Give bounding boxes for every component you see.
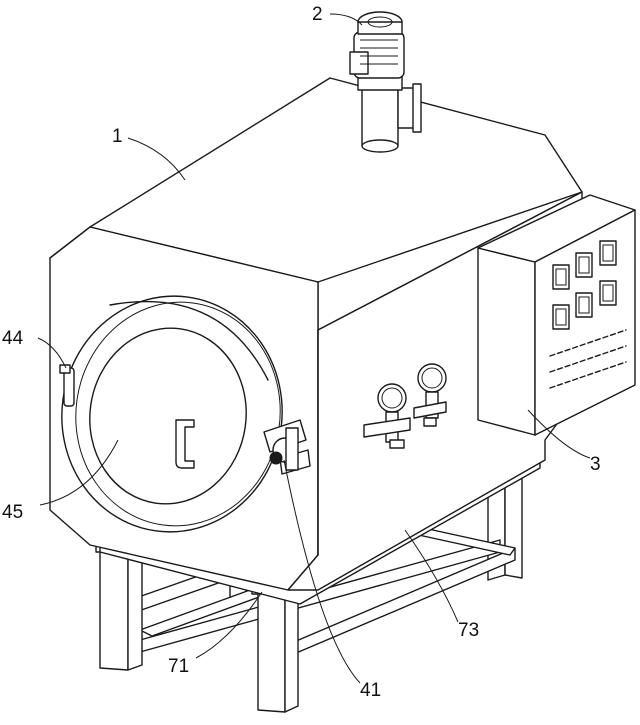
label-clamp: 41: [360, 680, 381, 701]
label-handle: 44: [2, 328, 24, 349]
label-door: 45: [2, 502, 23, 523]
furnace-door: [61, 295, 283, 533]
door-clamp: [263, 419, 311, 475]
label-frame: 73: [458, 620, 479, 641]
control-box: [477, 194, 636, 436]
control-displays: [552, 240, 617, 330]
leader-lines: [37, 13, 591, 684]
label-body: 1: [112, 126, 123, 147]
motor-assembly: [349, 11, 422, 153]
control-buttons: [549, 329, 627, 389]
reference-labels: 1 2 3 44 45 41 71 73: [2, 4, 601, 701]
side-handle: [59, 364, 75, 407]
label-motor: 2: [312, 4, 323, 25]
label-control-box: 3: [590, 454, 601, 475]
pressure-gauges: [363, 363, 447, 449]
label-base-pad: 71: [168, 656, 189, 677]
